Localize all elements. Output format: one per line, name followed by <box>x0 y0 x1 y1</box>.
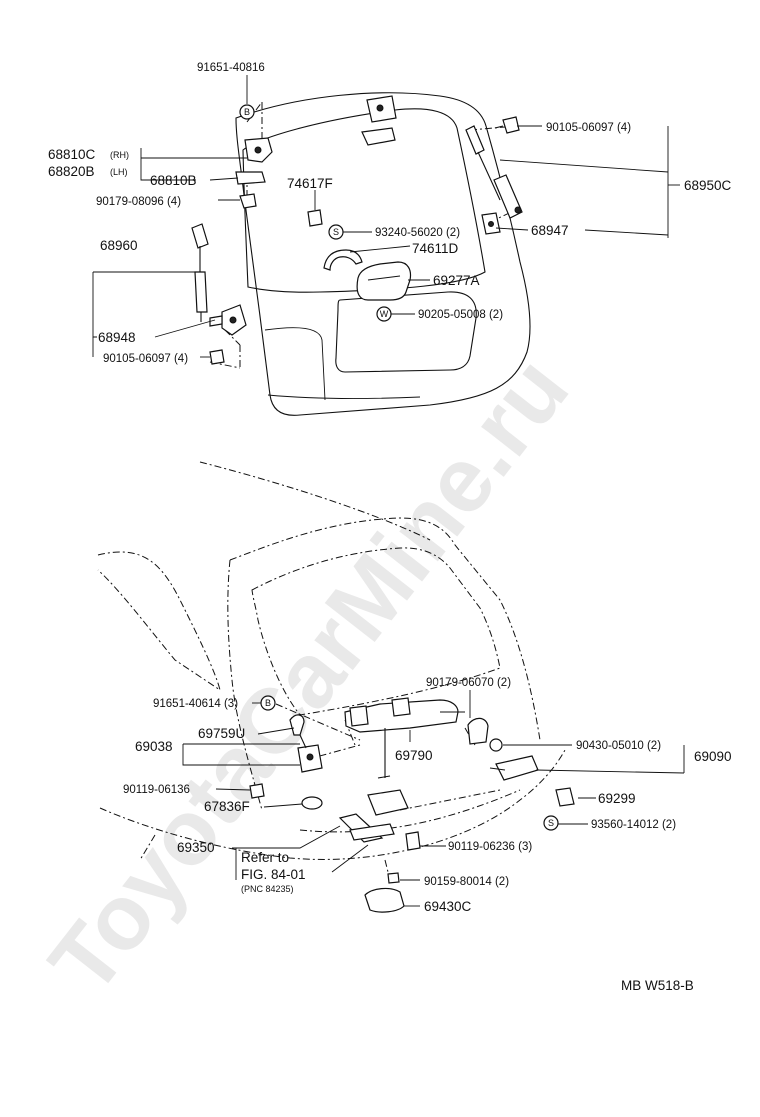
damper-stay-left <box>191 223 209 322</box>
svg-text:W: W <box>380 309 389 319</box>
label-90119-06136: 90119-06136 <box>123 784 190 796</box>
label-69038: 69038 <box>135 739 173 754</box>
svg-text:S: S <box>548 818 554 828</box>
label-68810c: 68810C <box>48 147 96 162</box>
label-90179-08096: 90179-08096 (4) <box>96 196 181 208</box>
handle-69430c <box>364 887 405 913</box>
svg-text:B: B <box>265 698 271 708</box>
handle-cover-69277a <box>356 261 412 301</box>
bolt-90119-06236 <box>405 831 421 851</box>
label-90430-05010: 90430-05010 (2) <box>576 740 661 752</box>
label-74617f: 74617F <box>287 176 333 191</box>
nut-90430-05010 <box>489 738 503 752</box>
hinge-bolt-top: B <box>239 104 255 120</box>
label-69790: 69790 <box>395 748 433 763</box>
label-68810b: 68810B <box>150 173 197 188</box>
label-68820b-side: (LH) <box>110 167 128 177</box>
lower-leader-lines <box>182 690 685 907</box>
cushion-69299 <box>555 787 575 807</box>
label-68947: 68947 <box>531 223 569 238</box>
refer-line-3: (PNC 84235) <box>241 884 294 894</box>
bolt-symbol-b-lower: B <box>260 695 276 711</box>
label-68810c-side: (RH) <box>110 150 129 160</box>
bracket-68948 <box>209 304 247 336</box>
clip-90179-06070 <box>467 717 489 745</box>
svg-text:S: S <box>333 227 339 237</box>
bracket-68947 <box>481 212 501 235</box>
lock-assembly-69790 <box>344 697 465 779</box>
screw-symbol-s-lower: S <box>543 815 559 831</box>
label-67836f: 67836F <box>204 799 250 814</box>
label-93240-56020: 93240-56020 (2) <box>375 227 460 239</box>
symbol-b: B <box>244 107 250 117</box>
striker-69350 <box>338 789 409 843</box>
lower-labels: 90179-06070 (2) 91651-40614 (3) 69759U 6… <box>123 677 732 914</box>
switch-69090 <box>489 755 539 781</box>
label-69090: 69090 <box>694 749 732 764</box>
screw-90119-06136 <box>249 783 265 799</box>
stopper-74617f <box>307 209 323 227</box>
label-68820b: 68820B <box>48 164 95 179</box>
label-74611d: 74611D <box>412 241 459 256</box>
label-68960: 68960 <box>100 238 138 253</box>
refer-line-1: Refer to <box>241 850 289 865</box>
label-69430c: 69430C <box>424 899 472 914</box>
label-68948: 68948 <box>98 330 136 345</box>
label-69350: 69350 <box>177 840 215 855</box>
pad-67836f <box>301 796 323 810</box>
label-90159-80014: 90159-80014 (2) <box>424 876 509 888</box>
bolt-90159-80014 <box>387 872 400 884</box>
label-68950c: 68950C <box>684 178 732 193</box>
label-90205-05008: 90205-05008 (2) <box>418 309 503 321</box>
upper-labels: 91651-40816 68810C (RH) 68820B (LH) 6881… <box>48 62 732 365</box>
label-90105-06097-bottom: 90105-06097 (4) <box>103 353 188 365</box>
screw-symbol-s-upper: S <box>328 224 344 240</box>
lower-vehicle-outline <box>97 461 566 861</box>
upper-leader-lines <box>92 75 680 358</box>
figure-code: MB W518-B <box>621 978 694 993</box>
pull-handle-74611d <box>323 249 363 271</box>
hinge-plate-68810b <box>235 171 266 185</box>
bolt-90105-06097-top <box>494 116 520 134</box>
label-91651-40614: 91651-40614 (3) <box>153 698 238 710</box>
bolt-90105-06097-bottom <box>209 349 225 365</box>
label-69277a: 69277A <box>433 273 480 288</box>
hinge-68810c <box>244 137 273 163</box>
refer-line-2: FIG. 84-01 <box>241 867 306 882</box>
label-93560-14012: 93560-14012 (2) <box>591 819 676 831</box>
bolt-90179-08096 <box>239 193 257 209</box>
watermark: ToyotaCarMine.ru <box>30 339 588 1013</box>
label-90105-06097-top: 90105-06097 (4) <box>546 122 631 134</box>
top-hinge-center <box>361 95 397 146</box>
damper-stay-right <box>465 125 523 219</box>
lock-cylinder-69038 <box>297 734 323 773</box>
label-69759u: 69759U <box>198 726 245 741</box>
label-91651-40816: 91651-40816 <box>197 62 265 74</box>
label-90179-06070: 90179-06070 (2) <box>426 677 511 689</box>
washer-symbol-w: W <box>376 306 392 322</box>
link-69759u <box>289 714 305 736</box>
label-69299: 69299 <box>598 791 636 806</box>
label-90119-06236: 90119-06236 (3) <box>448 841 532 853</box>
